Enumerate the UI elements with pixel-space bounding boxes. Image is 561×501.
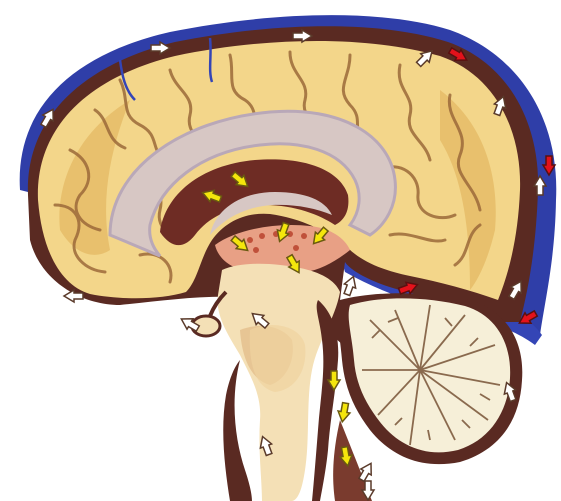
spinal-sheath-left xyxy=(223,360,252,501)
arrow-yellow-8 xyxy=(336,402,351,423)
